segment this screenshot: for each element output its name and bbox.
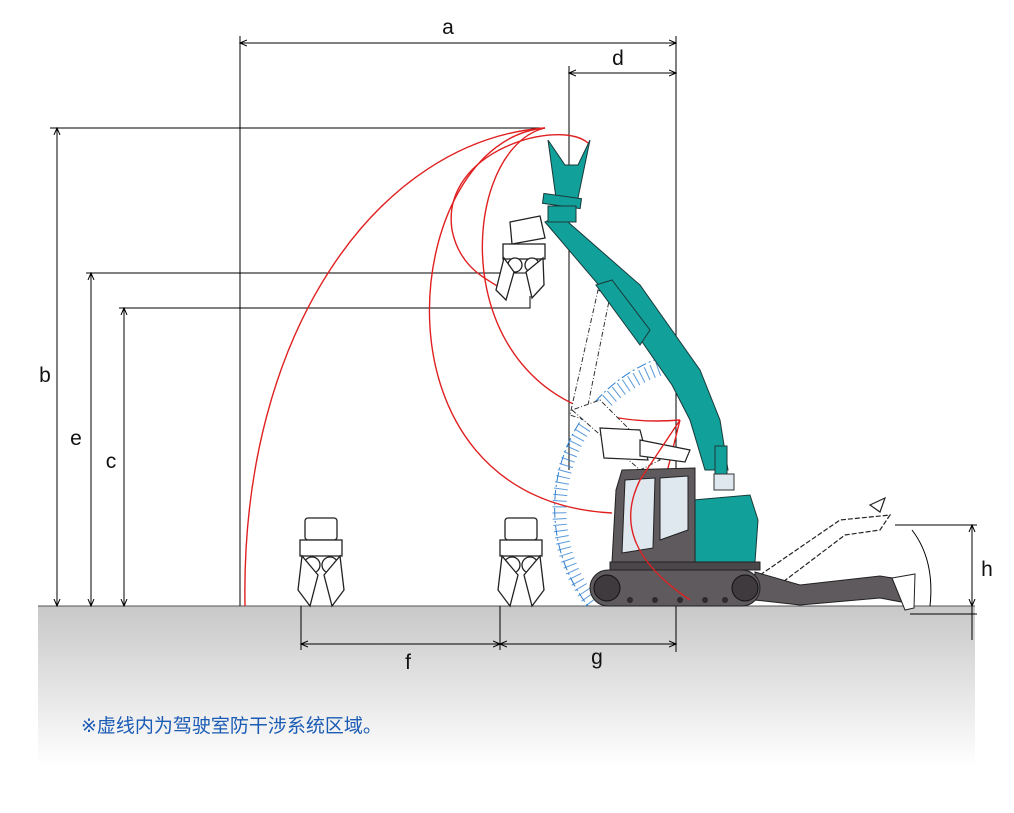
dim-label-b: b — [39, 364, 51, 387]
boom-cylinder — [595, 279, 651, 346]
crusher-attachment-raised — [495, 215, 546, 302]
dim-label-g: g — [591, 646, 603, 669]
engine-cover — [689, 494, 759, 563]
cab-protection-note: ※虚线内为驾驶室防干涉系统区域。 — [81, 715, 382, 737]
idler-wheel — [593, 574, 621, 602]
dim-label-d: d — [612, 47, 624, 70]
dimension-lines — [50, 36, 977, 652]
crusher-attachment-lowered — [599, 427, 691, 463]
counterweight-arm — [714, 445, 728, 475]
dim-label-e: e — [70, 427, 82, 450]
dim-label-h: h — [981, 558, 993, 581]
ground — [38, 606, 975, 766]
crusher-attachment-ground-far — [297, 517, 345, 608]
range-arc-4 — [450, 134, 589, 289]
dim-label-c: c — [106, 450, 117, 473]
crusher-attachment-ground-near — [497, 517, 545, 608]
dim-c-extension — [119, 296, 531, 309]
blade-outline — [759, 496, 892, 589]
dim-label-a: a — [442, 16, 454, 39]
cab-side-window — [659, 475, 689, 541]
cab-protection-zone — [552, 351, 681, 611]
boom — [544, 214, 729, 471]
dim-label-f: f — [405, 651, 411, 674]
blade-lowered — [754, 571, 916, 611]
blade-angle-arc — [911, 529, 932, 607]
cab-front-window — [621, 477, 656, 554]
sprocket-wheel — [731, 574, 759, 602]
excavator — [541, 139, 761, 607]
range-arc-2 — [428, 127, 613, 514]
max-reach-arc — [244, 127, 546, 607]
